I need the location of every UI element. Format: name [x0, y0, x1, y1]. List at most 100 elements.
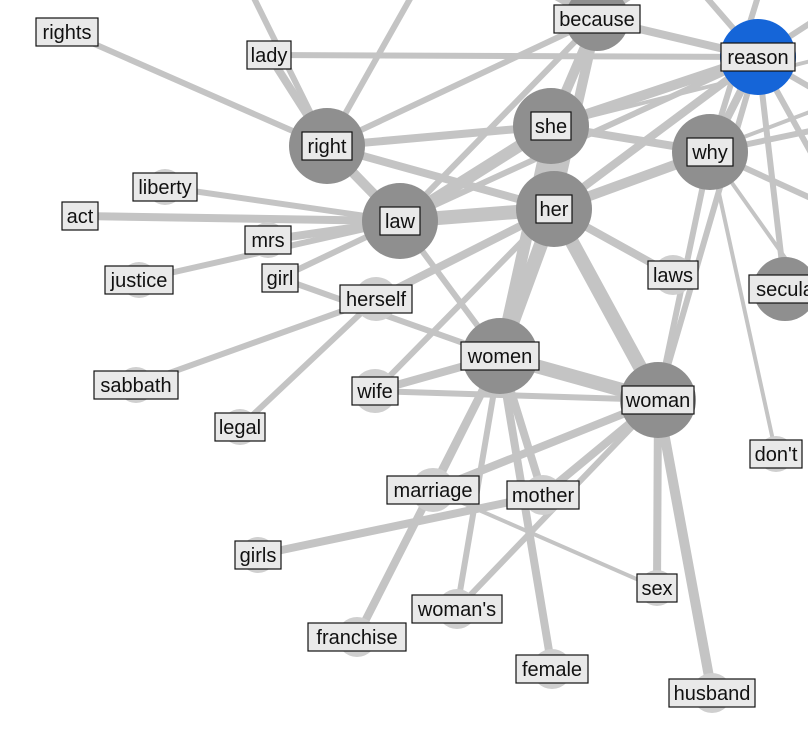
edge-woman-husband: [653, 395, 717, 698]
label-text-legal: legal: [219, 417, 261, 439]
node-label-wife: wife: [351, 376, 399, 406]
edge-legal-herself: [237, 296, 379, 430]
label-box-womans: [411, 594, 503, 624]
label-box-franchise: [307, 622, 407, 652]
label-text-act: act: [67, 206, 94, 228]
edge-her-wife: [372, 206, 557, 394]
label-box-girl: [261, 263, 299, 293]
label-layer: rights lady because reason right she why libert…: [35, 4, 808, 708]
label-box-right: [301, 131, 353, 161]
edge-act-law: [76, 212, 404, 225]
node-label-franchise: franchise: [307, 622, 407, 652]
label-box-legal: [214, 412, 266, 442]
node-label-mother: mother: [506, 480, 580, 510]
label-box-she: [530, 111, 572, 141]
label-text-marriage: marriage: [394, 480, 473, 502]
node-label-mrs: mrs: [244, 225, 292, 255]
node-label-womans: woman's: [411, 594, 503, 624]
label-box-female: [515, 654, 589, 684]
node-label-marriage: marriage: [386, 475, 480, 505]
node-label-sabbath: sabbath: [93, 370, 179, 400]
edge-law-because: [397, 16, 600, 224]
node-label-dont: don't: [749, 439, 803, 469]
node-label-herself: herself: [339, 284, 413, 314]
edge-rights-right: [64, 29, 330, 149]
label-box-secular: [748, 274, 808, 304]
label-box-why: [686, 137, 734, 167]
edge-right-because: [324, 16, 600, 149]
node-label-women: women: [460, 341, 540, 371]
label-text-husband: husband: [674, 683, 751, 705]
label-box-law: [379, 206, 421, 236]
label-box-woman: [621, 385, 695, 415]
label-text-mother: mother: [512, 485, 575, 507]
label-text-why: why: [691, 142, 728, 164]
label-box-act: [61, 201, 99, 231]
label-box-sex: [636, 573, 678, 603]
label-box-herself: [339, 284, 413, 314]
label-text-wife: wife: [356, 381, 393, 403]
node-label-woman: woman: [621, 385, 695, 415]
edge-girls-mother: [254, 491, 547, 559]
label-text-she: she: [535, 116, 567, 138]
node-label-reason: reason: [720, 42, 796, 72]
node-label-liberty: liberty: [132, 172, 198, 202]
edge-marriage-sex: [431, 488, 659, 590]
edge-why-dont: [708, 150, 778, 456]
edge-woman-wife: [372, 388, 661, 403]
label-box-mother: [506, 480, 580, 510]
label-text-justice: justice: [110, 270, 168, 292]
node-label-justice: justice: [104, 265, 174, 295]
label-box-justice: [104, 265, 174, 295]
edge-liberty-law: [162, 184, 403, 224]
node-label-right: right: [301, 131, 353, 161]
node-label-her: her: [535, 194, 573, 224]
node-label-act: act: [61, 201, 99, 231]
label-text-mrs: mrs: [251, 230, 284, 252]
node-label-why: why: [686, 137, 734, 167]
label-text-sabbath: sabbath: [100, 375, 171, 397]
node-label-legal: legal: [214, 412, 266, 442]
edge-woman-reason: [655, 54, 761, 403]
node-label-female: female: [515, 654, 589, 684]
label-box-liberty: [132, 172, 198, 202]
label-box-laws: [647, 260, 699, 290]
label-text-girl: girl: [267, 268, 294, 290]
label-box-her: [535, 194, 573, 224]
node-label-sex: sex: [636, 573, 678, 603]
label-text-lady: lady: [251, 45, 288, 67]
label-box-reason: [720, 42, 796, 72]
label-text-sex: sex: [641, 578, 672, 600]
node-label-she: she: [530, 111, 572, 141]
label-text-herself: herself: [346, 289, 406, 311]
label-text-her: her: [540, 199, 569, 221]
node-label-lady: lady: [246, 40, 292, 70]
edge-women-female: [496, 352, 556, 673]
node-label-laws: laws: [647, 260, 699, 290]
label-text-because: because: [559, 9, 635, 31]
label-text-womans: woman's: [417, 599, 496, 621]
label-text-woman: woman: [625, 390, 690, 412]
label-box-rights: [35, 17, 99, 47]
label-text-secular: secula: [756, 279, 808, 301]
label-text-female: female: [522, 659, 582, 681]
label-box-sabbath: [93, 370, 179, 400]
label-text-liberty: liberty: [138, 177, 191, 199]
node-label-girls: girls: [234, 540, 282, 570]
label-box-women: [460, 341, 540, 371]
label-text-law: law: [385, 211, 416, 233]
label-text-franchise: franchise: [316, 627, 397, 649]
node-label-girl: girl: [261, 263, 299, 293]
label-text-women: women: [467, 346, 532, 368]
label-text-rights: rights: [43, 22, 92, 44]
label-text-dont: don't: [755, 444, 798, 466]
node-label-because: because: [553, 4, 641, 34]
label-box-marriage: [386, 475, 480, 505]
node-label-law: law: [379, 206, 421, 236]
label-box-dont: [749, 439, 803, 469]
label-box-girls: [234, 540, 282, 570]
label-box-lady: [246, 40, 292, 70]
label-text-right: right: [308, 136, 347, 158]
label-box-mrs: [244, 225, 292, 255]
